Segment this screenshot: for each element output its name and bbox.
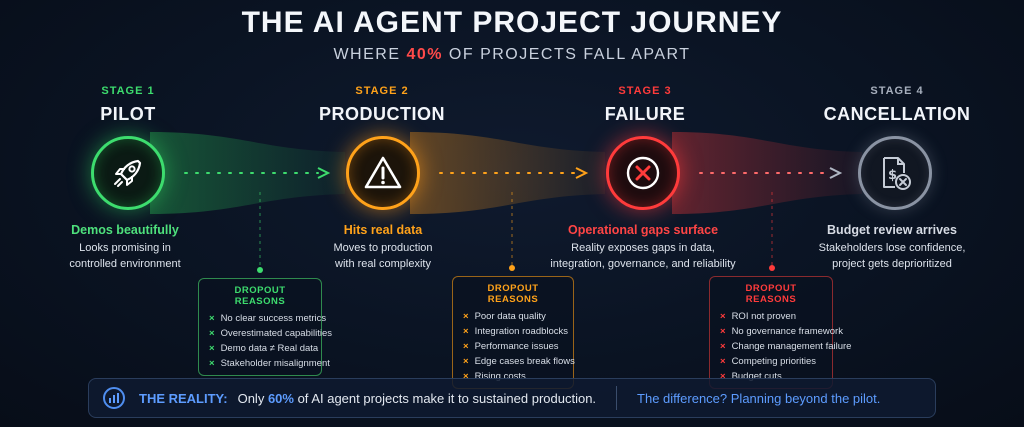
stage-4-description: Budget review arrives Stakeholders lose … xyxy=(792,222,992,272)
list-item: ×No governance framework xyxy=(720,326,843,337)
drop-dot-2 xyxy=(509,265,515,271)
list-item: ×Integration roadblocks xyxy=(463,326,569,337)
stage-2-circle xyxy=(346,136,420,210)
stage-2-header: STAGE 2 PRODUCTION xyxy=(287,85,477,125)
stage-line-2: controlled environment xyxy=(69,258,181,270)
stage-line-2: project gets deprioritized xyxy=(832,258,952,270)
page-subtitle: WHERE 40% OF PROJECTS FALL APART xyxy=(0,46,1024,64)
reality-banner: THE REALITY: Only 60% of AI agent projec… xyxy=(88,378,936,418)
dropout-text: Integration roadblocks xyxy=(474,326,569,337)
divider xyxy=(616,386,618,410)
stage-number: STAGE 4 xyxy=(870,85,924,97)
stage-line-1: Moves to production xyxy=(333,242,433,254)
list-item: ×Change management failure xyxy=(720,341,852,352)
stage-lead: Demos beautifully xyxy=(71,223,179,237)
stage-4-circle: $ xyxy=(858,136,932,210)
stage-line-2: integration, governance, and reliability xyxy=(550,258,736,270)
list-item: ×Edge cases break flows xyxy=(463,356,575,367)
dropout-text: No governance framework xyxy=(731,326,843,337)
dropout-text: Competing priorities xyxy=(731,356,817,367)
stage-1-description: Demos beautifully Looks promising in con… xyxy=(25,222,225,272)
stage-line-1: Looks promising in xyxy=(79,242,171,254)
stage-lead: Operational gaps surface xyxy=(567,223,719,237)
dropout-text: No clear success metrics xyxy=(220,313,327,324)
list-item: ×Competing priorities xyxy=(720,356,817,367)
dropout-text: Budget cuts xyxy=(731,371,782,382)
stage-1-header: STAGE 1 PILOT xyxy=(33,85,223,125)
reality-takeaway: The difference? Planning beyond the pilo… xyxy=(637,390,881,406)
dropout-text: Overestimated capabilities xyxy=(220,328,332,339)
list-item: ×Overestimated capabilities xyxy=(209,328,332,339)
dropout-text: Stakeholder misalignment xyxy=(220,358,330,369)
stage-number: STAGE 2 xyxy=(355,85,409,97)
stage-lead: Budget review arrives xyxy=(827,223,957,237)
stage-3-header: STAGE 3 FAILURE xyxy=(550,85,740,125)
dropout-box-1: DROPOUT REASONS ×No clear success metric… xyxy=(198,278,332,376)
subtitle-post: OF PROJECTS FALL APART xyxy=(442,46,691,63)
svg-text:$: $ xyxy=(888,168,897,183)
warning-triangle-icon xyxy=(364,156,402,189)
stage-name: PRODUCTION xyxy=(319,104,445,124)
list-item: ×ROI not proven xyxy=(720,311,796,322)
list-item: ×Poor data quality xyxy=(463,311,546,322)
stage-line-1: Stakeholders lose confidence, xyxy=(818,242,966,254)
dropout-text: Poor data quality xyxy=(474,311,546,322)
stage-line-2: with real complexity xyxy=(335,258,431,270)
list-item: ×Performance issues xyxy=(463,341,559,352)
stage-number: STAGE 1 xyxy=(101,85,155,97)
stage-name: FAILURE xyxy=(604,104,686,124)
arrow-head-3 xyxy=(829,167,843,179)
bar-chart-icon xyxy=(103,387,125,409)
drop-dot-3 xyxy=(769,265,775,271)
drop-dot-1 xyxy=(257,267,263,273)
stage-2-description: Hits real data Moves to production with … xyxy=(283,222,483,272)
page-title: THE AI AGENT PROJECT JOURNEY xyxy=(241,6,783,39)
dropout-text: Demo data ≠ Real data xyxy=(220,343,319,354)
list-item: ×Rising costs xyxy=(463,371,526,382)
dropout-heading: DROPOUT REASONS xyxy=(234,285,286,307)
dropout-text: ROI not proven xyxy=(731,311,796,322)
dropout-text: Change management failure xyxy=(731,341,852,352)
arrow-head-2 xyxy=(575,167,589,179)
stage-line-1: Reality exposes gaps in data, xyxy=(571,242,715,254)
subtitle-pre: WHERE xyxy=(333,46,407,63)
stage-number: STAGE 3 xyxy=(618,85,672,97)
list-item: ×Budget cuts xyxy=(720,371,782,382)
stage-lead: Hits real data xyxy=(343,223,423,237)
list-item: ×Stakeholder misalignment xyxy=(209,358,330,369)
subtitle-highlight: 40% xyxy=(406,46,443,63)
reality-text-pre: Only xyxy=(237,390,268,406)
list-item: ×Demo data ≠ Real data xyxy=(209,343,319,354)
dropout-text: Rising costs xyxy=(474,371,526,382)
reality-text: Only 60% of AI agent projects make it to… xyxy=(238,391,596,406)
dropout-heading: DROPOUT REASONS xyxy=(745,283,797,305)
reality-label: THE REALITY: xyxy=(139,390,228,406)
reality-text-post: of AI agent projects make it to sustaine… xyxy=(293,390,597,406)
stage-name: CANCELLATION xyxy=(823,104,971,124)
dropout-text: Performance issues xyxy=(474,341,559,352)
cancelled-invoice-icon: $ xyxy=(883,157,911,190)
dropout-box-2: DROPOUT REASONS ×Poor data quality ×Inte… xyxy=(452,276,575,389)
rocket-icon xyxy=(114,159,142,187)
dropout-text: Edge cases break flows xyxy=(474,356,575,367)
stage-name: PILOT xyxy=(100,104,156,124)
stage-3-circle xyxy=(606,136,680,210)
dropout-heading: DROPOUT REASONS xyxy=(487,283,539,305)
stage-4-header: STAGE 4 CANCELLATION xyxy=(802,85,992,125)
arrow-head-1 xyxy=(317,167,331,179)
dropout-box-3: DROPOUT REASONS ×ROI not proven ×No gove… xyxy=(709,276,852,389)
flow-band-1 xyxy=(150,132,345,214)
x-circle-icon xyxy=(626,156,660,190)
stage-3-description: Operational gaps surface Reality exposes… xyxy=(533,222,753,272)
reality-percent: 60% xyxy=(267,390,294,406)
list-item: ×No clear success metrics xyxy=(209,313,327,324)
stage-1-circle xyxy=(91,136,165,210)
